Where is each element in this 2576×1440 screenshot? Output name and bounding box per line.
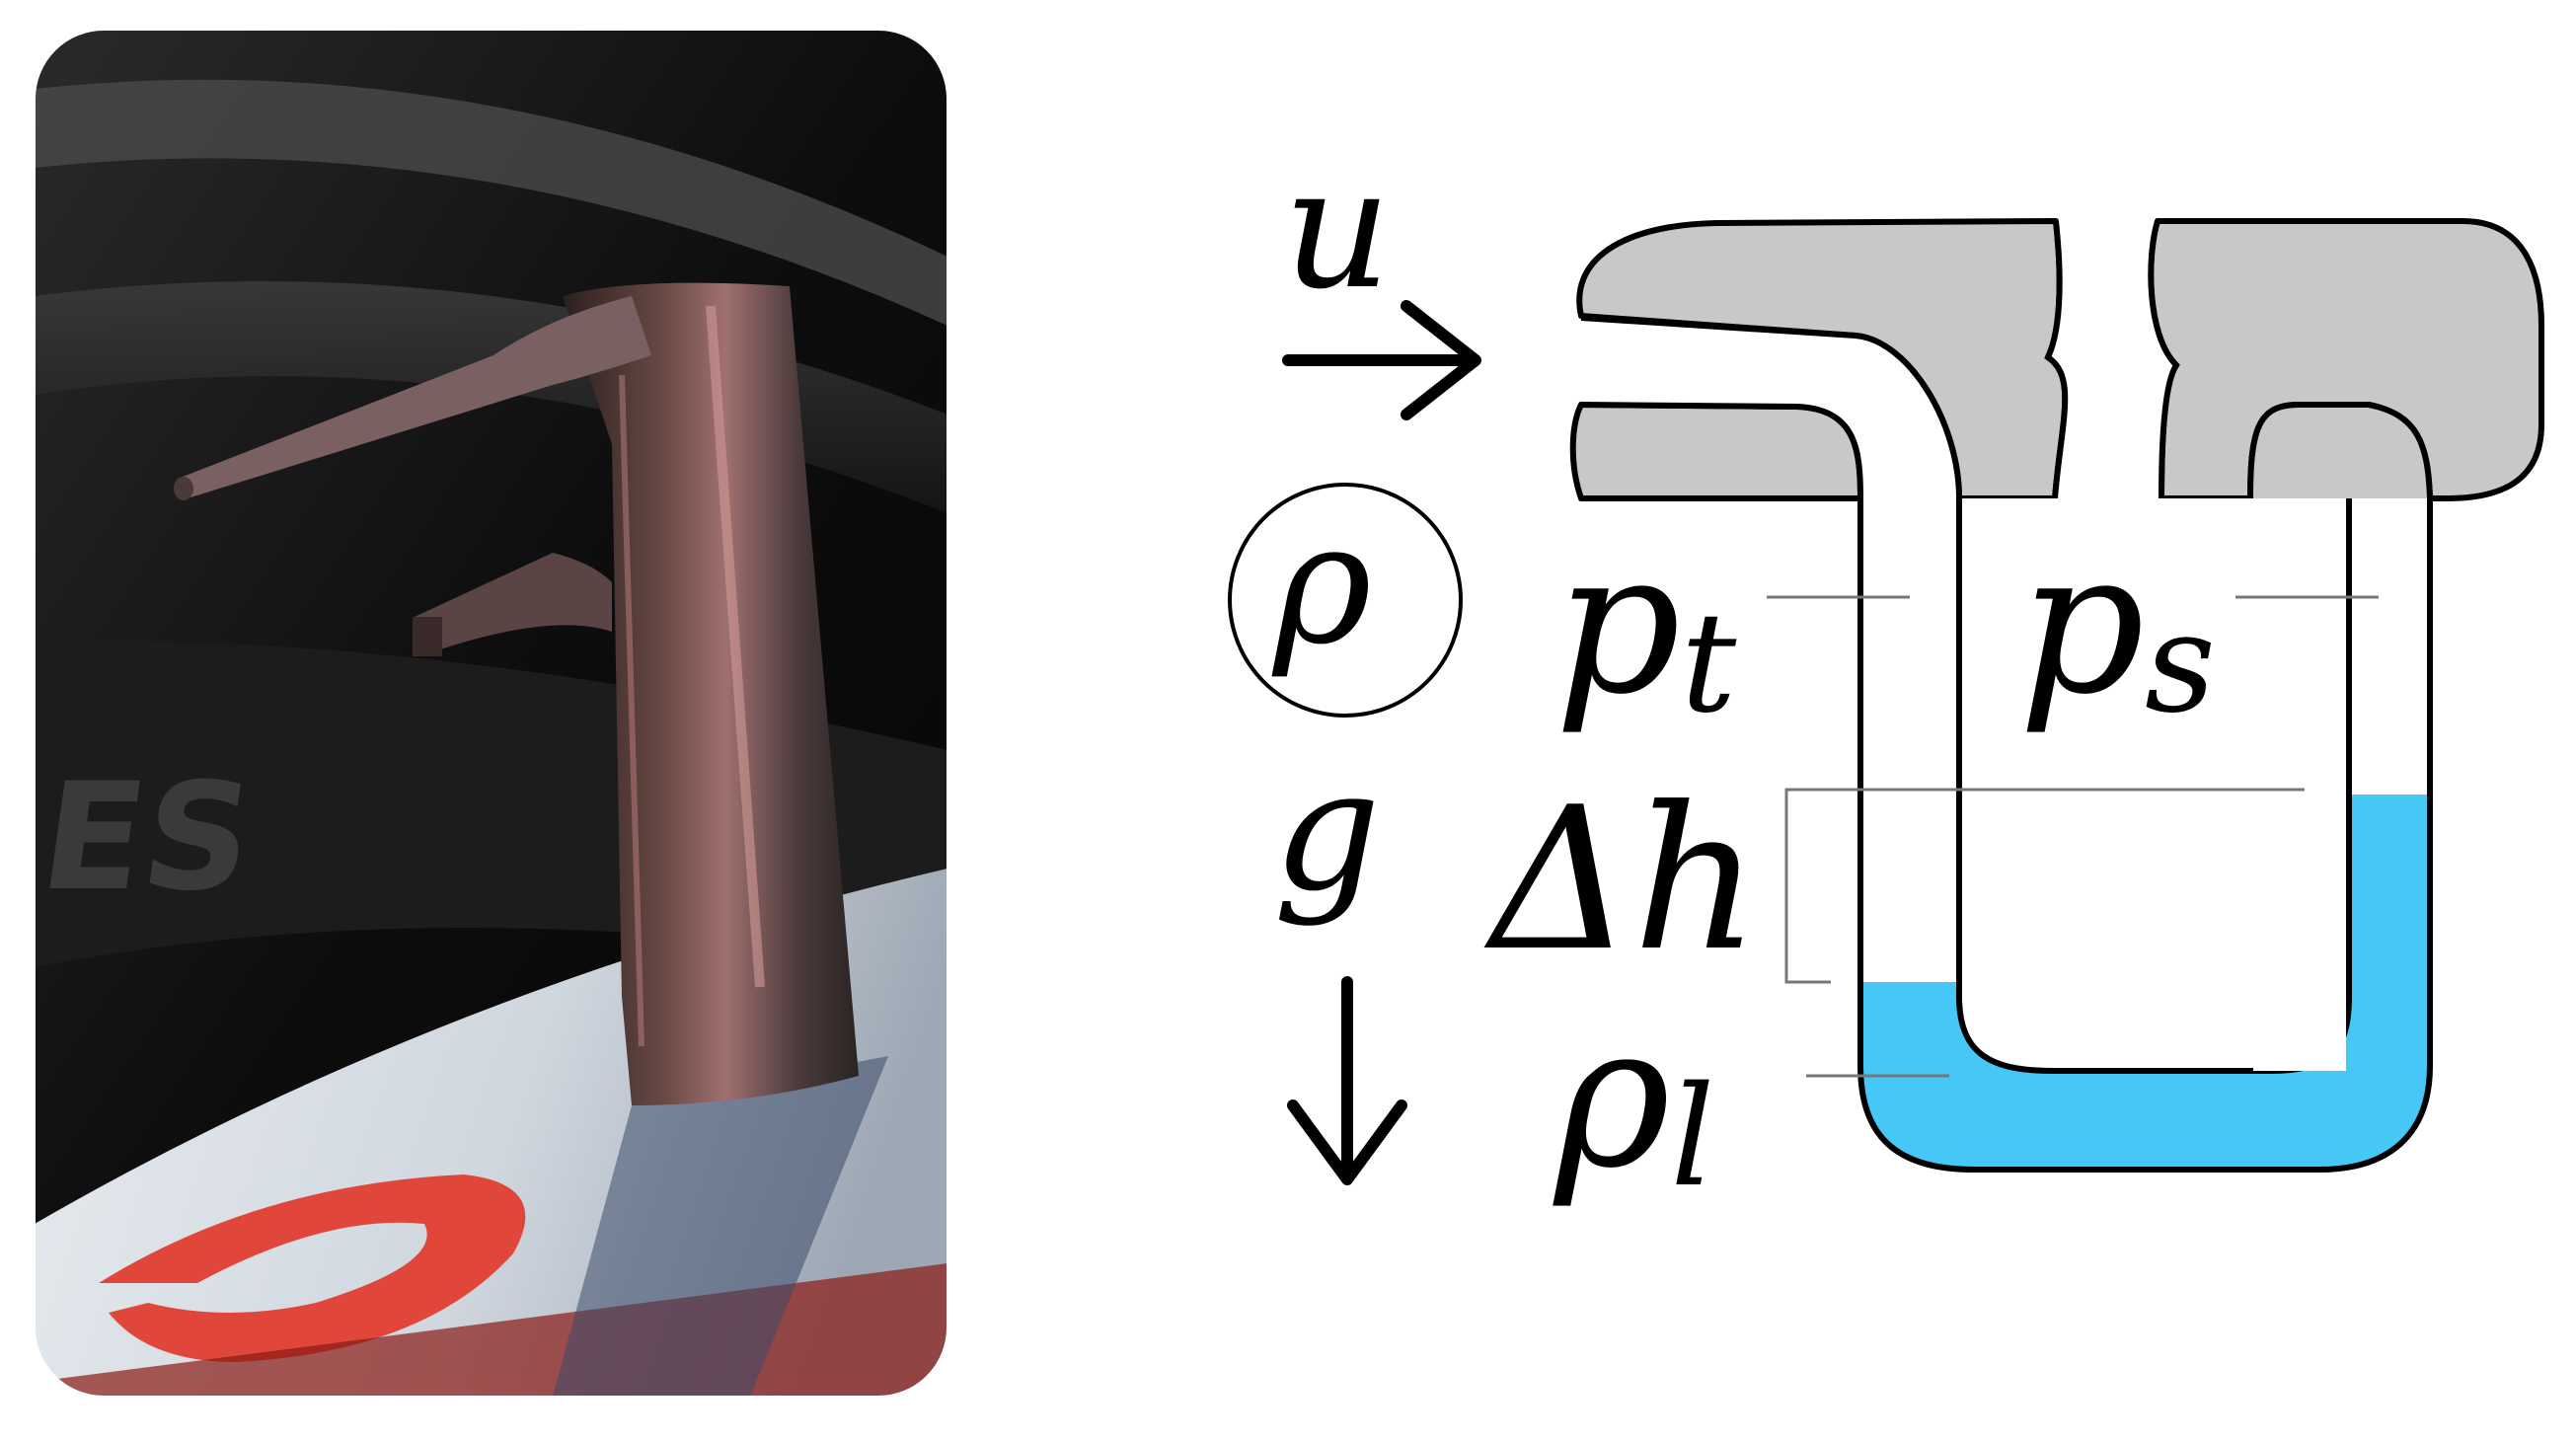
height-difference-label: Δh	[1483, 765, 1760, 995]
static-pressure-symbol: p	[2018, 508, 2145, 738]
probe-lower-tip	[413, 617, 442, 656]
probe-lower-tube	[415, 553, 612, 651]
gravity-label: g	[1273, 733, 1381, 929]
right-inner-wall	[2253, 498, 2346, 1071]
density-label: ρ	[1271, 487, 1372, 682]
tyre-lettering: GES	[0, 751, 264, 924]
probe-geometry	[1569, 218, 2544, 501]
tyre-arc	[35, 79, 947, 326]
total-pressure-symbol: p	[1554, 508, 1681, 738]
liquid-column	[1860, 795, 2430, 1170]
probe-tip	[174, 477, 193, 500]
tyre-arc	[35, 281, 947, 513]
total-pressure-subscript: t	[1681, 583, 1737, 744]
probe-highlight	[619, 374, 644, 1047]
leader-lines	[1767, 595, 2379, 1078]
photo-frame	[34, 29, 948, 1398]
u-tube	[1857, 402, 2433, 1173]
velocity-label: u	[1283, 131, 1392, 327]
probe-shadow	[553, 1056, 888, 1397]
density-circle	[1228, 483, 1463, 718]
liquid-density-label: ρl	[1553, 982, 1714, 1218]
liquid-density-subscript: l	[1671, 1057, 1715, 1218]
livery-swoosh	[99, 1175, 526, 1362]
dh-bracket	[1784, 788, 2305, 984]
static-pressure-subscript: s	[2145, 583, 2216, 744]
static-pressure-label: ps	[2018, 508, 2216, 744]
liquid-density-symbol: ρ	[1553, 982, 1671, 1212]
probe-highlight	[706, 305, 765, 988]
arrow-right-icon	[1282, 300, 1481, 420]
probe-upper-tube	[178, 296, 651, 498]
arrow-down-icon	[1287, 976, 1407, 1185]
total-pressure-label: pt	[1554, 508, 1737, 744]
